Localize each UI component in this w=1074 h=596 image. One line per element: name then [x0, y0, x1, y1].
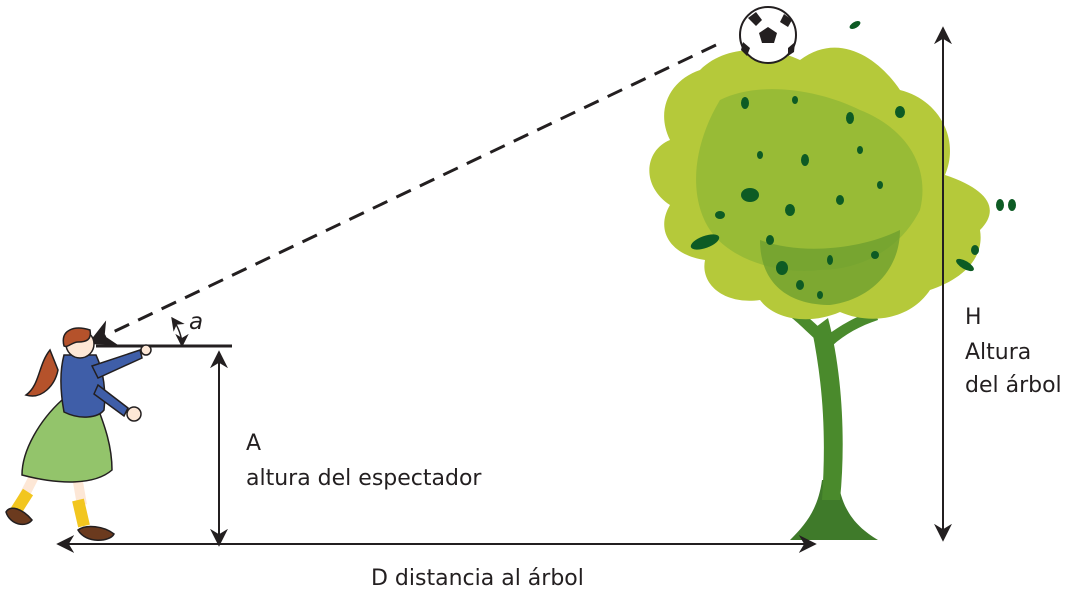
label-a-letter: A: [246, 431, 262, 456]
tree-spots: [690, 21, 1016, 299]
tree-icon: [649, 21, 1016, 540]
tree-roots: [790, 480, 878, 540]
tree-crown-lower: [760, 230, 900, 305]
label-h-letter: H: [965, 305, 982, 330]
tree-trunk: [812, 318, 843, 500]
girl-spectator-icon: [5, 327, 152, 541]
label-angle: a: [189, 309, 204, 335]
tree-crown-shade: [696, 89, 923, 271]
label-h-description-line2: del árbol: [965, 373, 1062, 398]
label-a-description: altura del espectador: [246, 466, 482, 491]
label-d-distance: D distancia al árbol: [371, 566, 584, 591]
soccer-ball-icon: [739, 6, 797, 64]
angle-arc: [171, 316, 189, 348]
tree-branch-right: [826, 310, 878, 346]
label-h-description-line1: Altura: [965, 340, 1032, 365]
sight-line-dashed: [87, 43, 717, 345]
